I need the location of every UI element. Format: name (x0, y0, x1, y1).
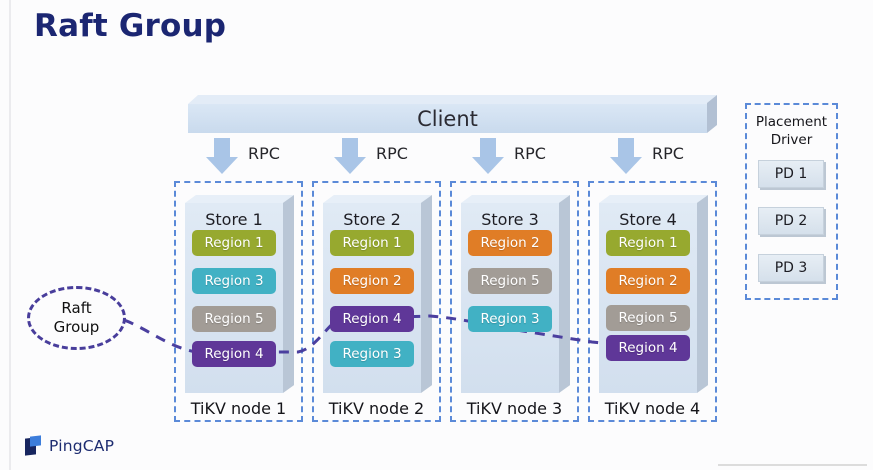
rpc-arrow-1 (206, 138, 238, 174)
arrow-head (610, 157, 642, 174)
arrow-shaft (342, 138, 358, 157)
store-box-side-face (559, 195, 570, 393)
pingcap-logo-text: PingCAP (49, 436, 115, 455)
arrow-head (472, 157, 504, 174)
pingcap-logo-icon (25, 435, 42, 456)
region-chip: Region 3 (192, 268, 276, 294)
placement-driver-panel: Placement Driver PD 1 PD 2 PD 3 (745, 103, 838, 300)
rpc-label-2: RPC (376, 144, 408, 163)
tikv-node-label: TiKV node 1 (190, 399, 287, 418)
arrow-head (206, 157, 238, 174)
region-chip: Region 4 (330, 306, 414, 332)
region-chip: Region 5 (468, 268, 552, 294)
logo-shape-front (30, 435, 41, 447)
raft-group-label: Raft Group (53, 299, 100, 336)
slide-title: Raft Group (34, 8, 227, 44)
store-box-top-face (461, 195, 570, 203)
rpc-label-1: RPC (248, 144, 280, 163)
placement-driver-title: Placement Driver (755, 114, 828, 148)
raft-group-ellipse: Raft Group (27, 286, 126, 350)
tikv-node-1: Store 1 Region 1 Region 3 Region 5 Regio… (174, 181, 303, 422)
arrow-head (334, 157, 366, 174)
client-bar-top-face (188, 95, 717, 104)
arrow-shaft (618, 138, 634, 157)
tikv-node-3: Store 3 Region 2 Region 5 Region 3 TiKV … (450, 181, 579, 422)
left-edge-line (9, 0, 11, 470)
store-box-top-face (185, 195, 294, 203)
region-chip: Region 5 (606, 305, 690, 331)
region-chip: Region 3 (330, 341, 414, 367)
store-title: Store 3 (481, 210, 539, 229)
tikv-node-2: Store 2 Region 1 Region 2 Region 4 Regio… (312, 181, 441, 422)
region-chip: Region 5 (192, 306, 276, 332)
region-chip: Region 2 (606, 268, 690, 294)
store-box-side-face (283, 195, 294, 393)
tikv-node-4: Store 4 Region 1 Region 2 Region 5 Regio… (588, 181, 717, 422)
client-bar: Client (188, 104, 707, 133)
pingcap-logo: PingCAP (25, 435, 114, 456)
arrow-shaft (480, 138, 496, 157)
rpc-arrow-3 (472, 138, 504, 174)
rpc-arrow-2 (334, 138, 366, 174)
store-box-side-face (697, 195, 708, 393)
tikv-node-label: TiKV node 2 (328, 399, 425, 418)
region-chip: Region 1 (192, 230, 276, 256)
pd-item-3: PD 3 (758, 254, 824, 282)
client-bar-side-face (707, 95, 717, 133)
rpc-label-4: RPC (652, 144, 684, 163)
region-chip: Region 2 (468, 230, 552, 256)
pd-item-1: PD 1 (758, 160, 824, 188)
region-chip: Region 1 (606, 230, 690, 256)
region-chip: Region 3 (468, 306, 552, 332)
store-title: Store 4 (619, 210, 677, 229)
pd-item-2: PD 2 (758, 207, 824, 235)
bottom-right-line (718, 464, 867, 466)
store-box-top-face (599, 195, 708, 203)
store-box-side-face (421, 195, 432, 393)
tikv-node-label: TiKV node 4 (604, 399, 701, 418)
region-chip: Region 1 (330, 230, 414, 256)
store-title: Store 1 (205, 210, 263, 229)
arrow-shaft (214, 138, 230, 157)
region-chip: Region 4 (192, 341, 276, 367)
region-chip: Region 2 (330, 268, 414, 294)
region-chip: Region 4 (606, 335, 690, 361)
tikv-node-label: TiKV node 3 (466, 399, 563, 418)
rpc-label-3: RPC (514, 144, 546, 163)
store-box-top-face (323, 195, 432, 203)
rpc-arrow-4 (610, 138, 642, 174)
store-title: Store 2 (343, 210, 401, 229)
